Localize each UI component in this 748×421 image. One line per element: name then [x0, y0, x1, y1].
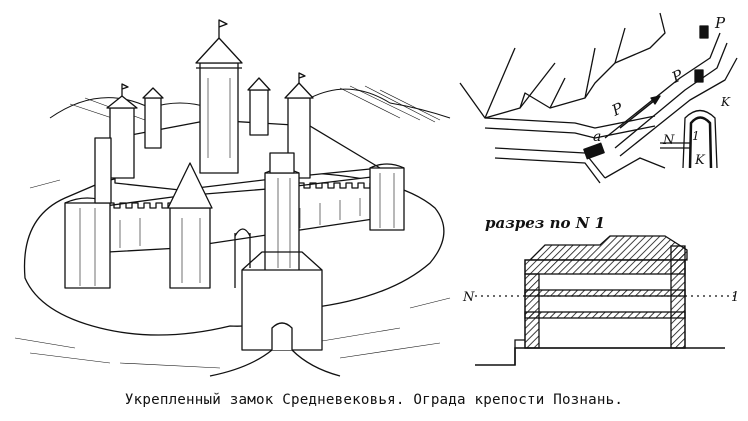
- plan-label-k-lower: K: [694, 153, 706, 168]
- plan-label-a: a: [593, 129, 601, 145]
- central-keep: [199, 62, 239, 174]
- plan-label-p1: P: [608, 99, 626, 120]
- bastion-detail: [682, 109, 718, 169]
- castle-illustration: [14, 19, 451, 377]
- left-front-tower: [64, 202, 111, 289]
- plan-label-k-upper: K: [720, 95, 731, 109]
- fortress-plan: P P P a K K N 1: [459, 12, 738, 184]
- plan-label-n: N: [662, 133, 675, 148]
- cross-section-drawing: разрез по N 1 N 1: [462, 214, 739, 366]
- plan-label-one: 1: [692, 129, 700, 143]
- section-title: разрез по N 1: [485, 214, 605, 232]
- plan-label-p2: P: [668, 66, 686, 87]
- section-label-one: 1: [731, 290, 739, 305]
- section-label-n: N: [462, 290, 475, 305]
- plan-label-p3: P: [714, 14, 726, 32]
- figure-caption: Укрепленный замок Средневековья. Ограда …: [124, 392, 624, 408]
